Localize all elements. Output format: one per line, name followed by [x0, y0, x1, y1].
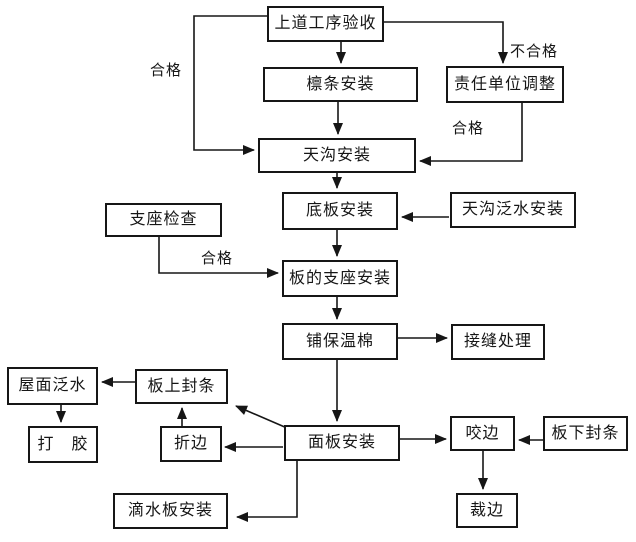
node-roof-flashing: 屋面泛水 [7, 367, 98, 405]
node-support-check: 支座检查 [105, 203, 222, 237]
node-edge-biting: 咬边 [450, 416, 515, 451]
edge-acceptance-to-gutter [193, 15, 267, 155]
edge-panel-to-drip-board [236, 461, 298, 522]
node-edge-folding: 折边 [160, 426, 222, 462]
node-board-support-installation: 板的支座安装 [282, 260, 398, 297]
edge-acceptance-to-adjustment [384, 21, 508, 64]
node-purlin-installation: 檩条安装 [263, 67, 418, 102]
node-gutter-flashing-installation: 天沟泛水安装 [450, 192, 576, 228]
node-bottom-board-installation: 底板安装 [282, 192, 398, 230]
node-gutter-installation: 天沟安装 [258, 138, 416, 173]
node-seal-strip-under-board: 板下封条 [543, 416, 628, 451]
edge-support-check-to-board-support [158, 237, 279, 278]
node-panel-installation: 面板安装 [284, 425, 400, 461]
node-glue-application: 打 胶 [28, 426, 98, 463]
edge-adjustment-to-gutter [419, 103, 523, 166]
edge-label-qualified-top-left: 合格 [150, 62, 183, 79]
edge-label-qualified-support: 合格 [201, 250, 234, 267]
node-seam-treatment: 接缝处理 [451, 324, 545, 360]
edge-panel-to-seal-on-board [235, 405, 288, 429]
node-responsible-unit-adjustment: 责任单位调整 [446, 66, 564, 103]
node-seal-strip-on-board: 板上封条 [135, 369, 228, 404]
edge-label-qualified-right: 合格 [452, 120, 485, 137]
node-insulation-laying: 铺保温棉 [282, 323, 398, 360]
node-previous-process-acceptance: 上道工序验收 [267, 6, 384, 42]
edge-label-unqualified: 不合格 [510, 43, 559, 60]
node-edge-trimming: 裁边 [456, 493, 518, 528]
node-drip-board-installation: 滴水板安装 [113, 493, 228, 529]
